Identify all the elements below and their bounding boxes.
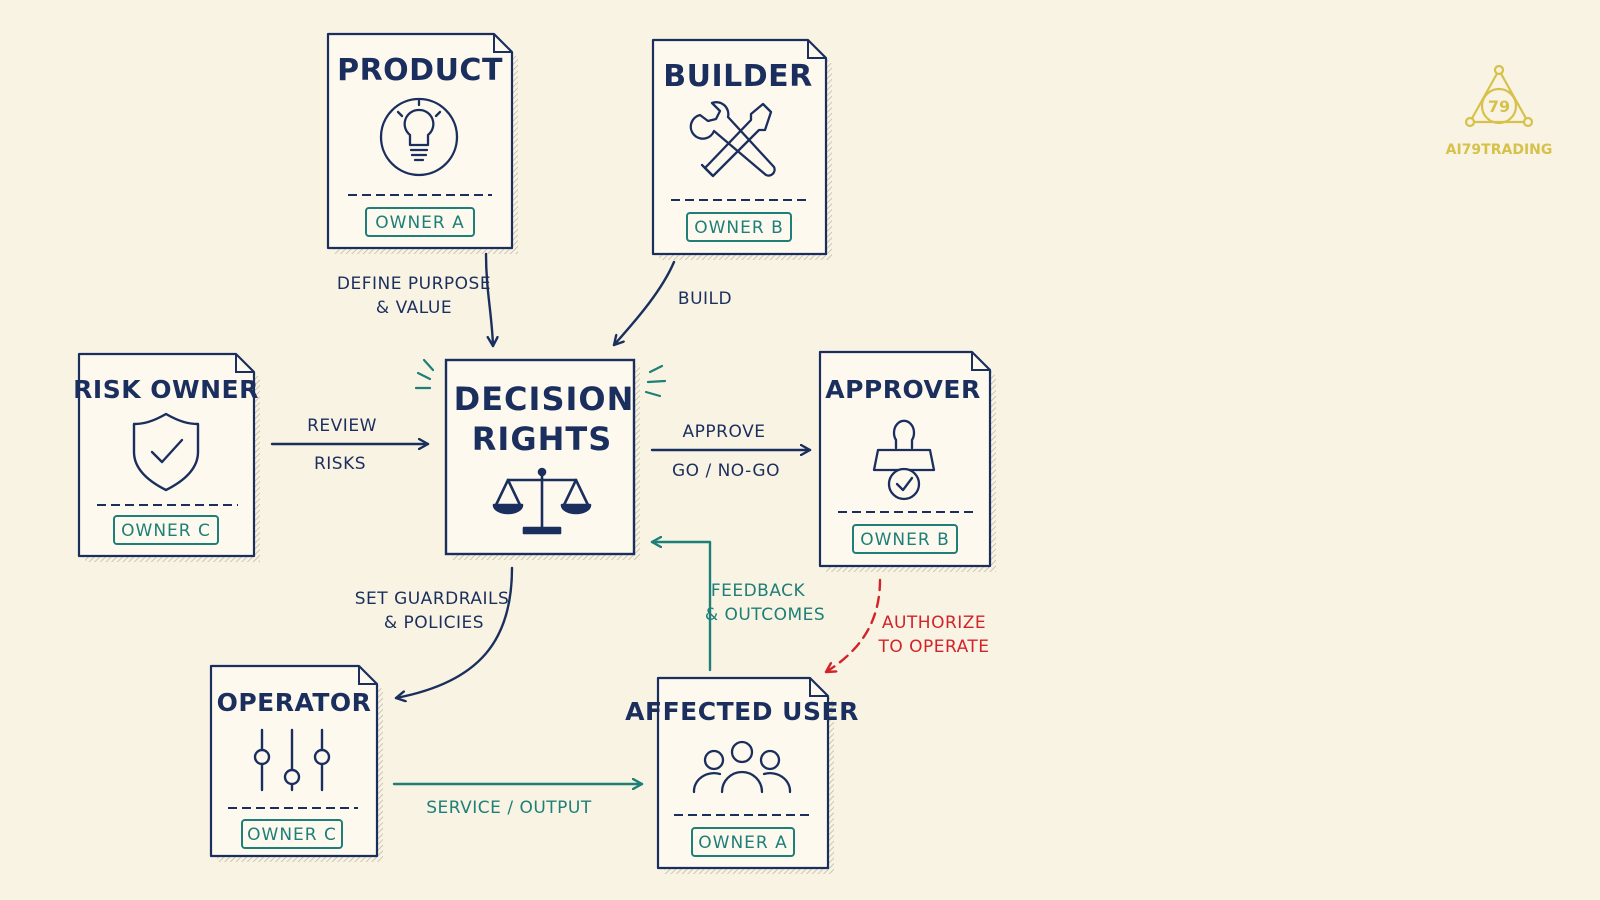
brand-logo: 79 AI79TRADING (1446, 64, 1553, 158)
owner-badge-builder: OWNER B (694, 218, 784, 238)
edge-label-feedback-line1: FEEDBACK (711, 581, 806, 601)
edge-user-to-center: FEEDBACK & OUTCOMES (650, 542, 825, 672)
edge-label-set-guardrails-line1: SET GUARDRAILS (355, 589, 510, 609)
edge-risk-to-center: REVIEW RISKS (270, 416, 430, 474)
card-title-product: PRODUCT (337, 53, 503, 88)
center-title-line1: DECISION (454, 380, 635, 418)
edge-label-approve: APPROVE (683, 422, 766, 442)
logo-mark-number: 79 (1488, 97, 1510, 116)
shield-check-icon (132, 412, 200, 492)
edge-product-to-center: DEFINE PURPOSE & VALUE (337, 252, 493, 348)
lightbulb-icon (379, 97, 459, 177)
center-decision-rights: DECISION RIGHTS (414, 358, 667, 560)
edge-label-set-guardrails-line2: & POLICIES (384, 613, 484, 633)
edge-operator-to-user: SERVICE / OUTPUT (392, 784, 644, 818)
card-product: PRODUCT OWNER A (326, 32, 518, 254)
edge-label-authorize-line1: AUTHORIZE (882, 613, 986, 633)
card-affected-user: AFFECTED USER OWNER A (625, 676, 859, 874)
card-title-risk-owner: RISK OWNER (73, 375, 259, 404)
center-title-line2: RIGHTS (472, 420, 612, 458)
edge-center-to-approver: APPROVE GO / NO-GO (650, 422, 812, 481)
card-title-builder: BUILDER (663, 59, 813, 94)
edge-label-define-purpose-line2: & VALUE (376, 298, 452, 318)
edge-label-risks: RISKS (314, 454, 366, 474)
emphasis-marks (414, 358, 667, 398)
edge-label-authorize-line2: TO OPERATE (877, 637, 989, 657)
owner-badge-affected-user: OWNER A (698, 833, 788, 853)
logo-mark-icon (1464, 64, 1534, 128)
card-title-affected-user: AFFECTED USER (625, 697, 859, 726)
edge-builder-to-center: BUILD (612, 260, 732, 347)
edge-label-review: REVIEW (307, 416, 377, 436)
card-title-operator: OPERATOR (217, 688, 372, 717)
card-approver: APPROVER OWNER B (818, 350, 996, 572)
edge-label-service-output: SERVICE / OUTPUT (426, 798, 592, 818)
card-builder: BUILDER OWNER B (651, 38, 832, 260)
people-icon (692, 740, 792, 794)
edge-label-define-purpose-line1: DEFINE PURPOSE (337, 274, 491, 294)
sliders-icon (253, 728, 331, 792)
edge-label-build: BUILD (678, 289, 732, 309)
card-risk-owner: RISK OWNER OWNER C (73, 352, 260, 562)
edge-label-feedback-line2: & OUTCOMES (705, 605, 825, 625)
owner-badge-product: OWNER A (375, 213, 465, 233)
edge-approver-to-user: AUTHORIZE TO OPERATE (824, 578, 989, 674)
logo-wordmark: AI79TRADING (1446, 142, 1553, 158)
owner-badge-approver: OWNER B (860, 530, 950, 550)
owner-badge-operator: OWNER C (247, 825, 337, 845)
scales-icon (492, 467, 592, 535)
tools-icon (689, 101, 776, 178)
edge-label-go-no-go: GO / NO-GO (672, 461, 780, 481)
owner-badge-risk-owner: OWNER C (121, 521, 211, 541)
stamp-icon (872, 419, 936, 501)
card-title-approver: APPROVER (825, 375, 981, 404)
edge-center-to-operator: SET GUARDRAILS & POLICIES (355, 566, 514, 698)
card-operator: OPERATOR OWNER C (209, 664, 383, 862)
